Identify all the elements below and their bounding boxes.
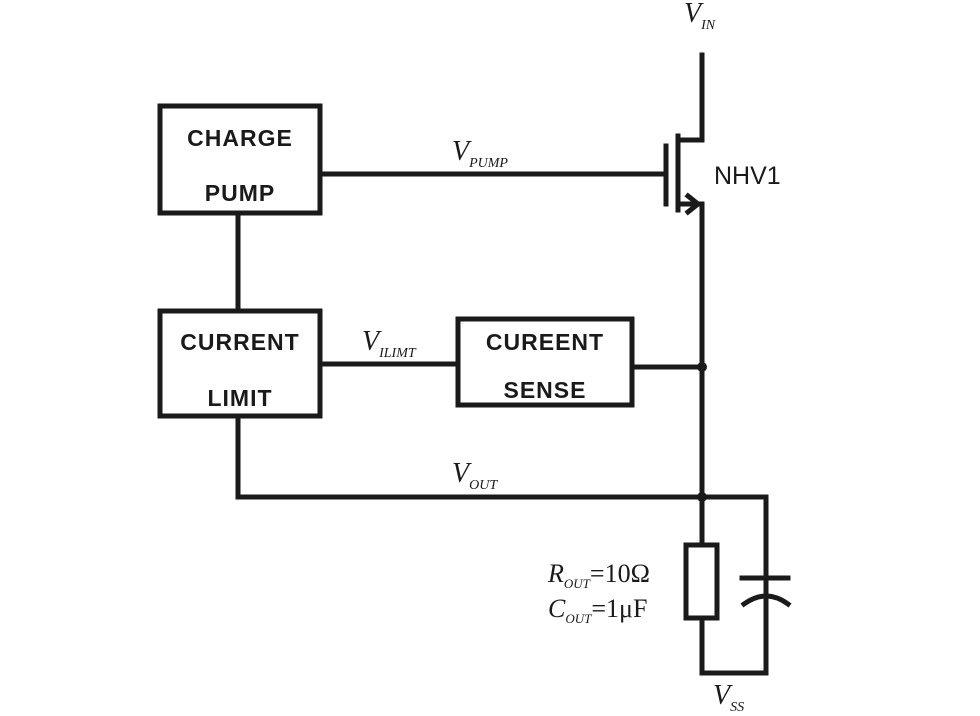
current-limit-box [157, 308, 323, 419]
current-limit-line2: LIMIT [207, 385, 272, 411]
current-sense-block: CUREENT SENSE [455, 316, 635, 408]
resistor-icon [683, 542, 720, 621]
vin-label: VIN [684, 0, 716, 33]
charge-pump-line1: CHARGE [187, 125, 293, 151]
current-sense-line2: SENSE [504, 377, 587, 403]
charge-pump-line2: PUMP [205, 180, 275, 206]
vpump-label: VPUMP [452, 136, 508, 171]
nhv1-transistor [663, 133, 705, 216]
current-sense-line1: CUREENT [486, 329, 604, 355]
current-sense-box [455, 316, 635, 408]
cout-label: COUT=1μF [548, 594, 647, 626]
vss-label: VSS [713, 680, 744, 715]
current-limit-line1: CURRENT [180, 329, 299, 355]
charge-pump-box [157, 103, 323, 216]
charge-pump-block: CHARGE PUMP [157, 103, 323, 216]
capacitor-bottom-plate [740, 593, 792, 608]
nhv1-label: NHV1 [714, 162, 781, 190]
vin-wire [677, 52, 705, 143]
rout-label: ROUT=10Ω [547, 559, 650, 591]
vout-label: VOUT [452, 458, 498, 493]
source-arrow-icon [684, 192, 703, 216]
vout-feedback-wire [235, 413, 769, 676]
capacitor-icon [739, 575, 792, 608]
vilimt-label: VILIMT [362, 326, 417, 361]
current-limit-block: CURRENT LIMIT [157, 308, 323, 419]
